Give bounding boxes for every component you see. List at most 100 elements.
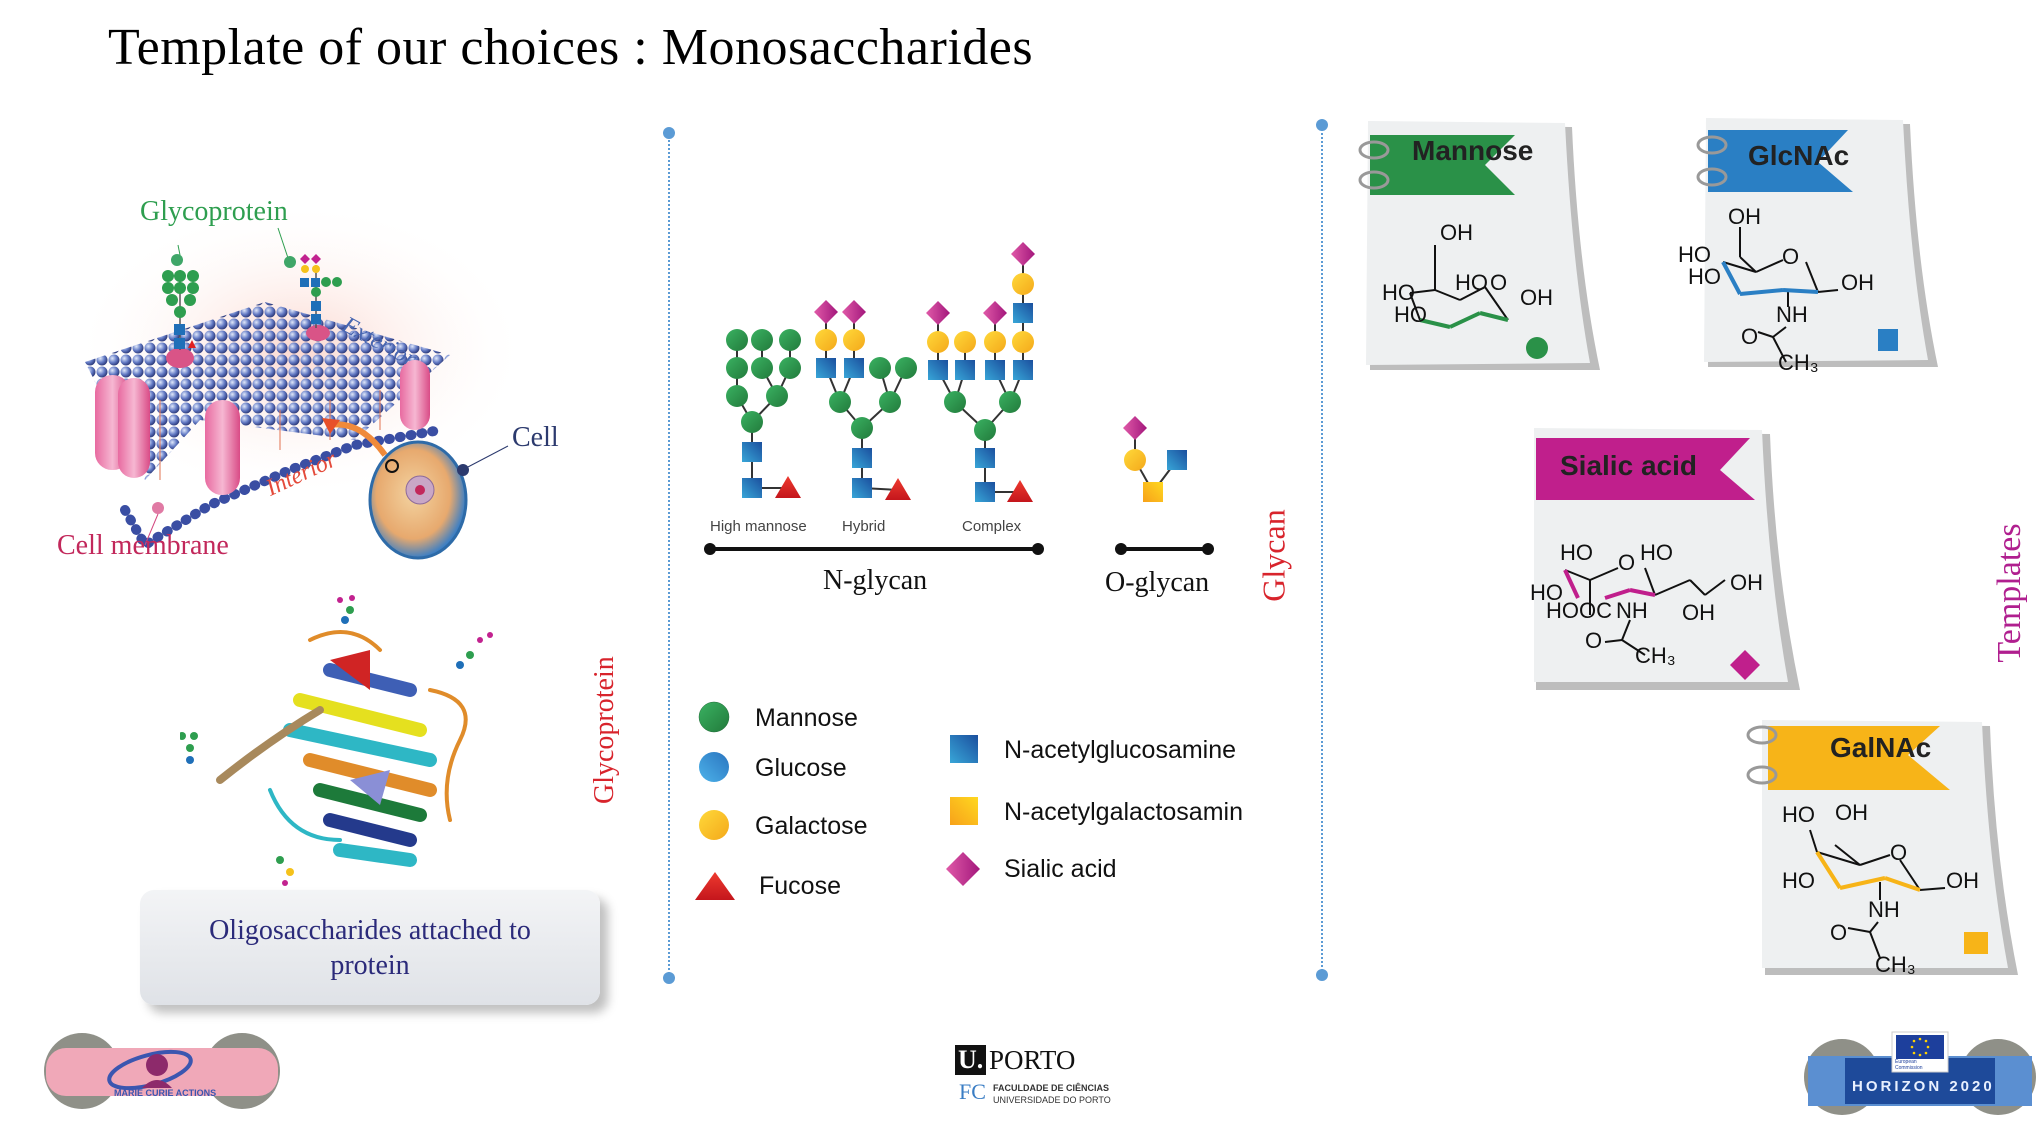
atom-label: OH: [1841, 270, 1874, 295]
legend-label: N-acetylgalactosamin: [1004, 797, 1243, 826]
glycan-type-complex: Complex: [962, 518, 1022, 535]
glcnac-residue: [844, 358, 864, 378]
sialic-acid-residue: [926, 301, 950, 325]
galactose-residue: [927, 331, 949, 353]
n-glycan-label: N-glycan: [823, 565, 928, 596]
atom-label: OH: [1835, 800, 1868, 825]
horizon-2020-logo: HORIZON 2020 European Commission: [1800, 1022, 2040, 1117]
glcnac-card-graphic: OH O HO HO OH NH O CH₃: [1678, 118, 1938, 375]
mannose-residue: [974, 419, 996, 441]
glycan-section-label: Glycan: [1255, 509, 1292, 602]
glcnac-residue: [852, 478, 872, 498]
atom-label: NH: [1616, 598, 1648, 623]
atom-label: HO: [1640, 540, 1673, 565]
galnac-square-icon: [950, 797, 978, 825]
mannose-residue: [879, 391, 901, 413]
fucose-residue: [775, 476, 801, 498]
o-glycan-label: O-glycan: [1105, 567, 1210, 598]
mannose-residue: [751, 357, 773, 379]
sialic-acid-symbol-icon: [1730, 650, 1760, 680]
atom-label: HO: [1782, 802, 1815, 827]
glycoprotein-label: Glycoprotein: [140, 196, 288, 227]
card-title: GlcNAc: [1748, 140, 1850, 171]
mannose-residue: [726, 357, 748, 379]
protein-caption-box: Oligosaccharides attached to protein: [140, 890, 600, 1005]
glcnac-residue: [985, 360, 1005, 380]
cell-membrane-label: Cell membrane: [57, 530, 229, 561]
protein-glycan-mini: [178, 595, 493, 886]
atom-label: CH₃: [1875, 952, 1916, 977]
protein-graphic: [178, 595, 493, 886]
mannose-card-graphic: OH HO HO HO O OH: [1358, 121, 1600, 370]
glycan-structures-graphic: [704, 242, 1214, 555]
glcnac-residue: [816, 358, 836, 378]
atom-label: NH: [1868, 897, 1900, 922]
glcnac-residue: [742, 442, 762, 462]
atom-label: OH: [1730, 570, 1763, 595]
galnac-card-graphic: HO OH O HO OH NH O CH₃: [1746, 720, 2018, 977]
galnac-residue: [1143, 482, 1163, 502]
atom-label: OH: [1946, 868, 1979, 893]
template-card-glcnac: OH O HO HO OH NH O CH₃ GlcNAc: [1678, 112, 1938, 382]
atom-label: HO: [1455, 270, 1488, 295]
card-title: Mannose: [1412, 135, 1534, 166]
mannose-residue: [999, 391, 1021, 413]
atom-label: HO: [1382, 280, 1415, 305]
mannose-circle-icon: [698, 701, 730, 733]
glycoprotein-section-label: Glycoprotein: [589, 656, 620, 804]
fucose-residue: [1007, 480, 1033, 502]
legend-item-fucose: Fucose: [693, 868, 841, 904]
uporto-logo: U. PORTO FC FACULDADE DE CIÊNCIAS UNIVER…: [955, 1045, 1135, 1115]
galnac-symbol-icon: [1964, 932, 1988, 954]
glycan-type-hybrid: Hybrid: [842, 518, 886, 535]
galactose-residue: [815, 329, 837, 351]
galactose-residue: [1012, 273, 1034, 295]
atom-label: HO: [1560, 540, 1593, 565]
glcnac-residue: [742, 478, 762, 498]
mannose-symbol-icon: [1526, 337, 1548, 359]
atom-label: OH: [1728, 204, 1761, 229]
atom-label: NH: [1776, 302, 1808, 327]
ec-label: European Commission: [1895, 1059, 1923, 1071]
marie-curie-text: MARIE CURIE ACTIONS: [114, 1088, 217, 1098]
sialic-acid-residue: [1011, 242, 1035, 266]
glcnac-square-icon: [950, 735, 978, 763]
legend-label: N-acetylglucosamine: [1004, 735, 1237, 764]
membrane-illustration: [0, 150, 650, 580]
sialic-acid-diamond-icon: [946, 852, 980, 886]
legend-label: Fucose: [759, 871, 841, 900]
mannose-residue: [766, 385, 788, 407]
uporto-name: PORTO: [989, 1045, 1076, 1075]
atom-label: HO: [1394, 302, 1427, 327]
uporto-mark: U.: [955, 1045, 987, 1075]
glcnac-residue: [1013, 303, 1033, 323]
atom-label: O: [1782, 244, 1799, 269]
legend-label: Galactose: [755, 811, 868, 840]
glcnac-symbol-icon: [1878, 329, 1898, 351]
legend-label: Mannose: [755, 703, 858, 732]
galactose-residue: [1012, 331, 1034, 353]
sialic-acid-residue: [983, 301, 1007, 325]
atom-label: O: [1741, 324, 1758, 349]
glcnac-residue: [1013, 360, 1033, 380]
glcnac-residue: [975, 482, 995, 502]
horizon-text: HORIZON 2020: [1852, 1078, 1995, 1095]
cell-label: Cell: [512, 422, 559, 453]
card-title: GalNAc: [1830, 732, 1932, 763]
legend-item-glcnac: N-acetylglucosamine: [948, 733, 1236, 767]
atom-label: O: [1890, 840, 1907, 865]
marie-curie-logo: MARIE CURIE ACTIONS: [42, 1030, 282, 1112]
atom-label: HO: [1782, 868, 1815, 893]
n-glycan-bar-end: [1032, 543, 1044, 555]
glcnac-residue: [1167, 450, 1187, 470]
divider-dot-bottom: [1316, 969, 1328, 981]
glycan-structures: [680, 220, 1240, 600]
horizon-logo-graphic: [1804, 1031, 2036, 1115]
mannose-residue: [779, 357, 801, 379]
fc-line2: UNIVERSIDADE DO PORTO: [993, 1095, 1111, 1105]
card-title: Sialic acid: [1560, 450, 1697, 481]
template-card-mannose: OH HO HO HO O OH Mannose: [1340, 115, 1600, 385]
fc-mark: FC: [959, 1079, 986, 1104]
mannose-residue: [741, 411, 763, 433]
atom-label: HO: [1688, 264, 1721, 289]
